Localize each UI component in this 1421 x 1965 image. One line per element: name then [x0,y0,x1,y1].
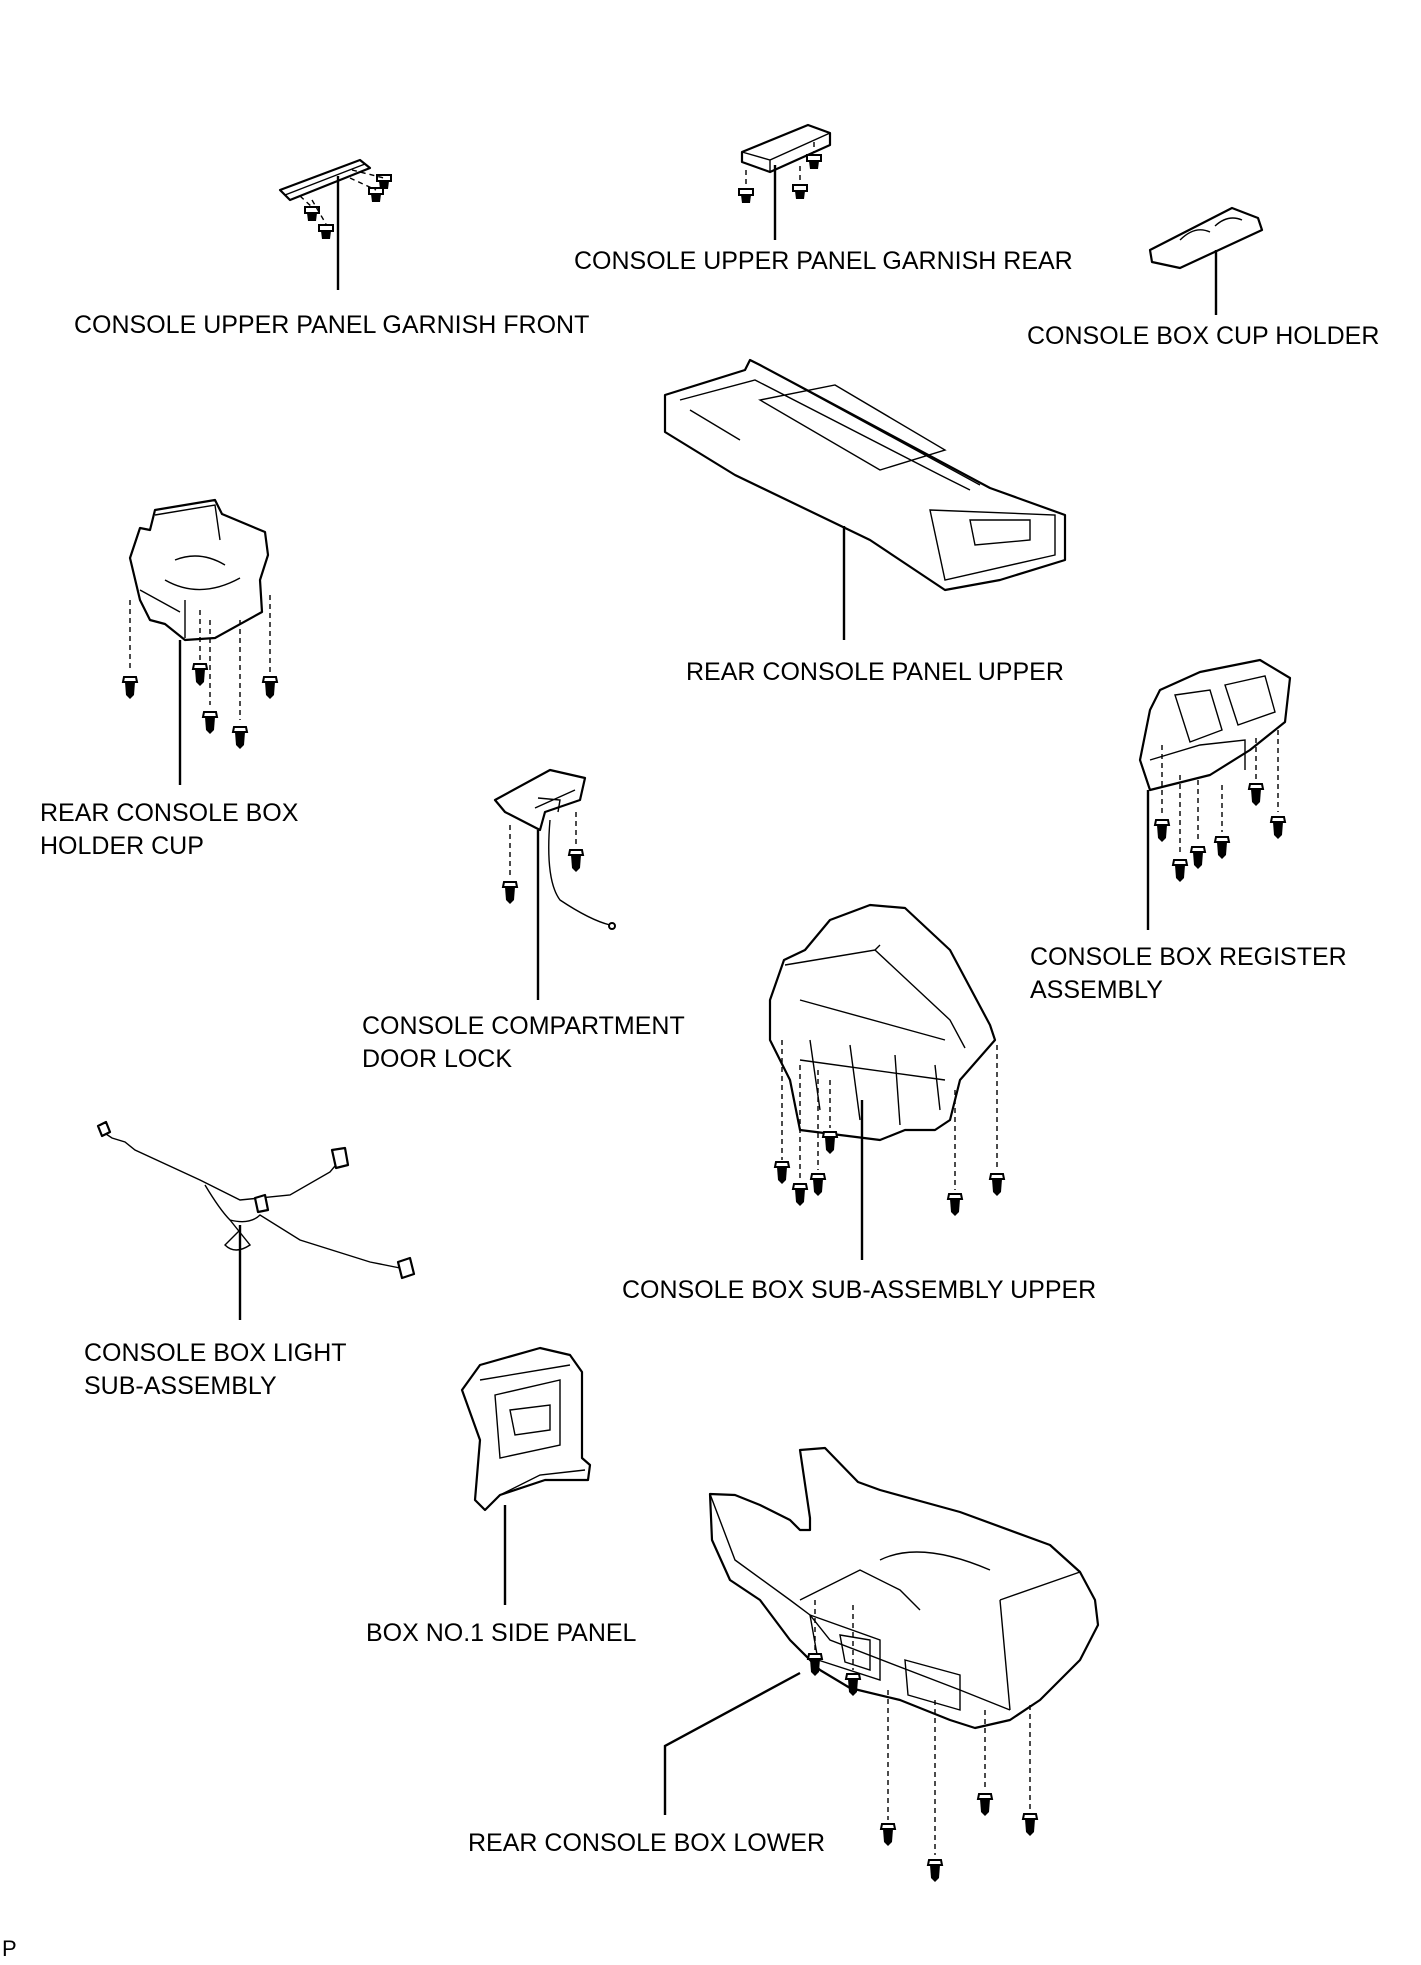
label-holder-cup-line-1: REAR CONSOLE BOX [40,799,299,827]
label-garnish-front: CONSOLE UPPER PANEL GARNISH FRONT [74,311,590,339]
label-holder-cup-line-2: HOLDER CUP [40,832,204,860]
light-part [96,1120,416,1280]
sub-assembly-upper-screws [774,1040,1005,1217]
label-door-lock-line-2: DOOR LOCK [362,1045,513,1073]
label-door-lock-line-1: CONSOLE COMPARTMENT [362,1012,685,1040]
label-box-lower: REAR CONSOLE BOX LOWER [468,1829,826,1857]
label-light-line-1: CONSOLE BOX LIGHT [84,1339,347,1367]
label-register-line-1: CONSOLE BOX REGISTER [1030,943,1347,971]
label-holder-cup: REAR CONSOLE BOX HOLDER CUP [40,797,298,863]
holder-cup-screws [122,595,278,750]
garnish-front-part [278,158,392,240]
box-lower-part [708,1446,1100,1730]
holder-cup-part [128,498,270,642]
door-lock-part [493,768,616,930]
label-light: CONSOLE BOX LIGHT SUB-ASSEMBLY [84,1337,347,1403]
cup-holder-part [1148,206,1264,270]
label-panel-upper: REAR CONSOLE PANEL UPPER [686,658,1064,686]
label-door-lock: CONSOLE COMPARTMENT DOOR LOCK [362,1010,685,1076]
corner-mark: P [2,1936,17,1961]
register-screws [1154,730,1286,883]
box-lower-leader [663,1671,801,1815]
label-cup-holder: CONSOLE BOX CUP HOLDER [1027,322,1380,350]
box-lower-screws [807,1600,1038,1883]
side-panel-part [460,1346,592,1512]
register-part [1138,658,1292,792]
label-side-panel: BOX NO.1 SIDE PANEL [366,1619,637,1647]
label-register: CONSOLE BOX REGISTER ASSEMBLY [1030,941,1347,1007]
label-sub-assembly-upper: CONSOLE BOX SUB-ASSEMBLY UPPER [622,1276,1097,1304]
label-garnish-rear: CONSOLE UPPER PANEL GARNISH REAR [574,247,1073,275]
garnish-rear-part [738,123,832,204]
label-light-line-2: SUB-ASSEMBLY [84,1372,277,1400]
panel-upper-part [663,358,1067,592]
sub-assembly-upper-part [768,903,997,1142]
label-register-line-2: ASSEMBLY [1030,976,1163,1004]
